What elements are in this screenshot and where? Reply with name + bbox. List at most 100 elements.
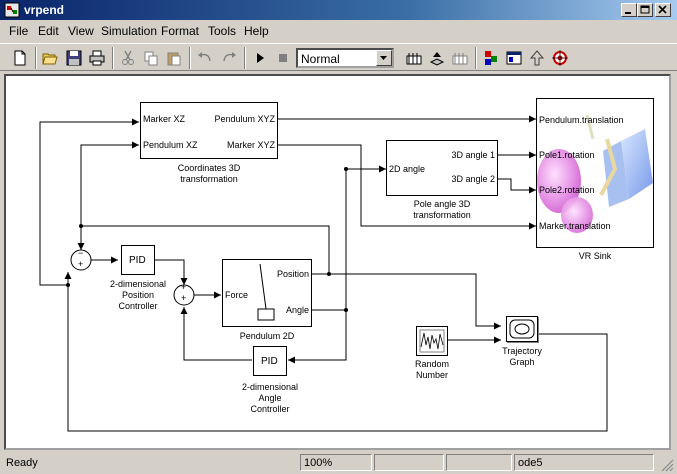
copy-button[interactable] — [141, 48, 161, 68]
sum1-sign-top: − — [78, 248, 84, 258]
pid-position-controller-block[interactable]: PID — [121, 245, 155, 275]
pid2-text: PID — [261, 356, 278, 367]
port-3d-angle-1: 3D angle 1 — [451, 150, 495, 160]
redo-icon — [223, 52, 236, 62]
status-ready: Ready — [6, 457, 38, 469]
undo-icon — [198, 52, 211, 62]
menu-file[interactable]: File — [9, 24, 29, 38]
port-pole2-rotation: Pole2.rotation — [539, 185, 595, 195]
floppy-disk-icon — [66, 50, 82, 66]
new-model-button[interactable] — [10, 48, 30, 68]
incremental-build-button[interactable] — [450, 48, 470, 68]
save-button[interactable] — [64, 48, 84, 68]
vr-sink-label: VR Sink — [578, 251, 612, 261]
port-angle: Angle — [285, 305, 309, 315]
stop-icon — [279, 54, 287, 62]
window-title: vrpend — [24, 3, 65, 17]
sum2-sign-bottom: + — [181, 293, 187, 303]
build-icon — [406, 53, 422, 65]
resize-grip-icon[interactable] — [660, 458, 674, 472]
port-position: Position — [276, 269, 309, 279]
paste-icon — [167, 52, 181, 66]
menu-bar: File Edit View Simulation Format Tools H… — [0, 21, 677, 41]
stop-simulation-button[interactable] — [273, 48, 293, 68]
status-bar: Ready 100% ode5 — [0, 452, 677, 474]
scissors-icon — [122, 50, 134, 65]
library-browser-button[interactable] — [481, 48, 501, 68]
open-button[interactable] — [40, 48, 60, 68]
port-3d-angle-2: 3D angle 2 — [451, 174, 495, 184]
toolbar-separator — [112, 47, 114, 69]
port-pendulum-translation: Pendulum.translation — [539, 115, 624, 125]
maximize-button[interactable] — [637, 3, 653, 17]
print-button[interactable] — [87, 48, 107, 68]
debug-target-icon — [552, 50, 568, 66]
simulation-mode-select[interactable]: Normal — [296, 48, 394, 68]
sum-block-1[interactable] — [70, 249, 92, 271]
menu-simulation[interactable]: Simulation — [101, 24, 158, 38]
menu-help[interactable]: Help — [244, 24, 269, 38]
model-explorer-button[interactable] — [504, 48, 524, 68]
pendulum-label: Pendulum 2D — [239, 331, 295, 341]
model-explorer-icon — [506, 51, 522, 65]
new-document-icon — [14, 50, 26, 66]
signal-lines — [39, 115, 608, 432]
minimize-button[interactable] — [621, 3, 637, 17]
sum2-sign-top: + — [181, 282, 187, 292]
go-to-parent-button[interactable] — [527, 48, 547, 68]
port-marker-xyz: Marker XYZ — [226, 140, 275, 150]
cut-button[interactable] — [118, 48, 138, 68]
status-panel-empty-1 — [374, 454, 444, 471]
library-icon — [485, 51, 497, 65]
port-2d-angle: 2D angle — [389, 164, 426, 174]
dropdown-button[interactable] — [376, 50, 392, 66]
sum1-sign-bottom: + — [78, 259, 84, 269]
random-signal-icon — [419, 329, 445, 353]
minimize-icon — [625, 12, 631, 14]
build-button[interactable] — [404, 48, 424, 68]
pendulum-icon — [257, 263, 275, 321]
toolbar-separator — [244, 47, 246, 69]
title-bar: vrpend — [0, 0, 677, 20]
status-panel-empty-2 — [446, 454, 512, 471]
debugger-button[interactable] — [550, 48, 570, 68]
arrow-up-icon — [529, 50, 545, 66]
vr-scene-icon — [537, 114, 653, 233]
redo-button[interactable] — [219, 48, 239, 68]
pendulum-2d-block[interactable]: Force Position Angle — [222, 259, 312, 327]
menu-tools[interactable]: Tools — [208, 24, 237, 38]
menu-format[interactable]: Format — [161, 24, 200, 38]
coordinates-3d-transformation-block[interactable]: Marker XZ Pendulum XZ Pendulum XYZ Marke… — [140, 102, 278, 159]
vr-sink-block[interactable]: Pendulum.translation Pole1.rotation Pole… — [536, 98, 654, 248]
update-diagram-button[interactable] — [427, 48, 447, 68]
toolbar-separator — [35, 47, 37, 69]
close-icon — [658, 5, 667, 14]
status-zoom: 100% — [300, 454, 372, 471]
menu-view[interactable]: View — [68, 24, 94, 38]
simulink-icon — [4, 2, 20, 18]
port-force: Force — [225, 290, 249, 300]
random-number-block[interactable] — [416, 326, 448, 356]
port-pendulum-xyz: Pendulum XYZ — [214, 114, 275, 124]
pole-angle-3d-transformation-block[interactable]: 2D angle 3D angle 1 3D angle 2 — [386, 140, 498, 196]
play-icon — [257, 53, 264, 63]
port-marker-translation: Marker.translation — [539, 221, 611, 231]
chevron-down-icon — [380, 56, 387, 60]
paste-button[interactable] — [164, 48, 184, 68]
sum-block-2[interactable] — [173, 284, 195, 306]
toolbar-separator — [189, 47, 191, 69]
maximize-icon — [640, 5, 650, 14]
menu-edit[interactable]: Edit — [38, 24, 59, 38]
start-simulation-button[interactable] — [250, 48, 270, 68]
pid-angle-controller-block[interactable]: PID — [253, 346, 287, 376]
close-button[interactable] — [655, 3, 671, 17]
port-pole1-rotation: Pole1.rotation — [539, 150, 595, 160]
undo-button[interactable] — [195, 48, 215, 68]
model-canvas[interactable]: − + + + Marker XZ Pendulum XZ Pendulum X… — [4, 74, 671, 450]
trajectory-graph-block[interactable] — [506, 316, 538, 342]
copy-icon — [144, 51, 158, 66]
toolbar — [0, 43, 677, 71]
